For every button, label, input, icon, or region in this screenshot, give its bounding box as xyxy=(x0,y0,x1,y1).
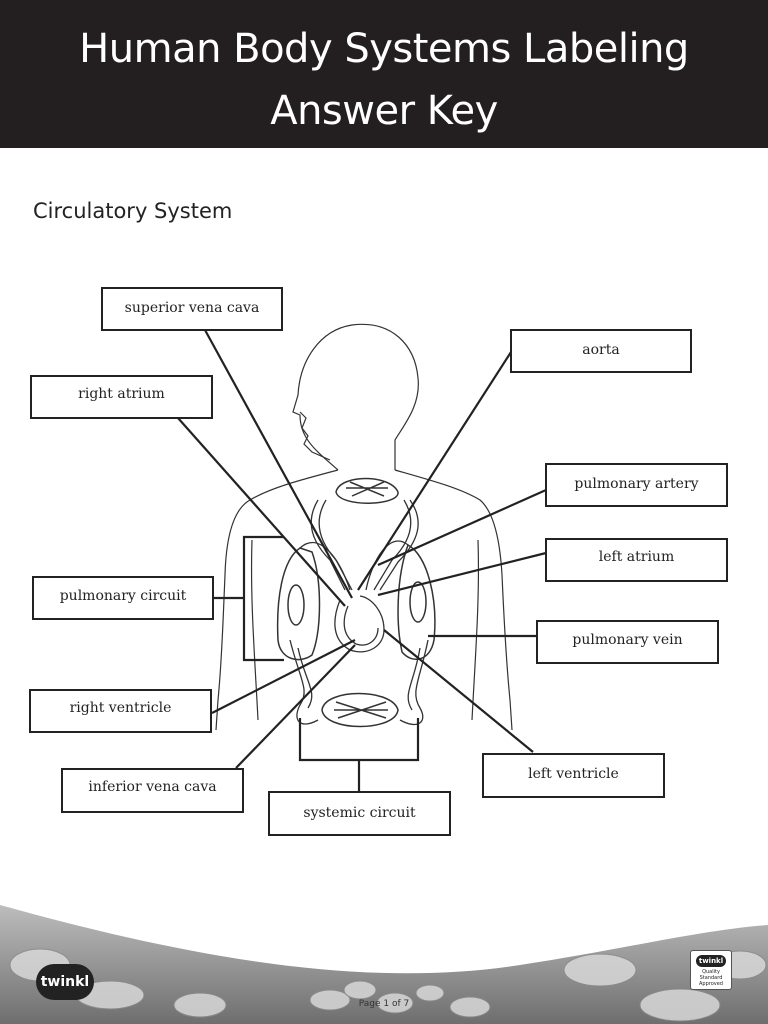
page-title-line-1: Human Body Systems Labeling xyxy=(79,26,689,72)
badge-text: Quality Standard Approved xyxy=(699,969,723,987)
body-outline xyxy=(215,323,513,731)
lungs xyxy=(276,543,436,661)
label-left-atrium: left atrium xyxy=(545,538,728,582)
label-systemic-circuit: systemic circuit xyxy=(268,791,451,836)
label-pulmonary-vein: pulmonary vein xyxy=(536,620,719,664)
blood-vessels xyxy=(289,499,429,725)
circulatory-diagram xyxy=(177,323,547,792)
twinkl-logo: twinkl xyxy=(36,964,94,1000)
label-right-atrium: right atrium xyxy=(30,375,213,419)
label-right-ventricle: right ventricle xyxy=(29,689,212,733)
page-number: Page 1 of 7 xyxy=(358,999,410,1009)
header-banner: Human Body Systems Labeling Answer Key xyxy=(0,0,768,148)
upper-capillaries xyxy=(335,477,399,504)
lower-capillaries xyxy=(321,692,399,728)
label-superior-vena-cava: superior vena cava xyxy=(101,287,283,331)
label-inferior-vena-cava: inferior vena cava xyxy=(61,768,244,813)
label-aorta: aorta xyxy=(510,329,692,373)
quality-badge: twinkl Quality Standard Approved xyxy=(690,950,732,990)
badge-logo: twinkl xyxy=(696,955,726,967)
label-pulmonary-circuit: pulmonary circuit xyxy=(32,576,214,620)
leader-lines xyxy=(177,329,547,792)
page-title-line-2: Answer Key xyxy=(270,88,498,134)
section-title: Circulatory System xyxy=(33,199,233,223)
label-pulmonary-artery: pulmonary artery xyxy=(545,463,728,507)
label-left-ventricle: left ventricle xyxy=(482,753,665,798)
